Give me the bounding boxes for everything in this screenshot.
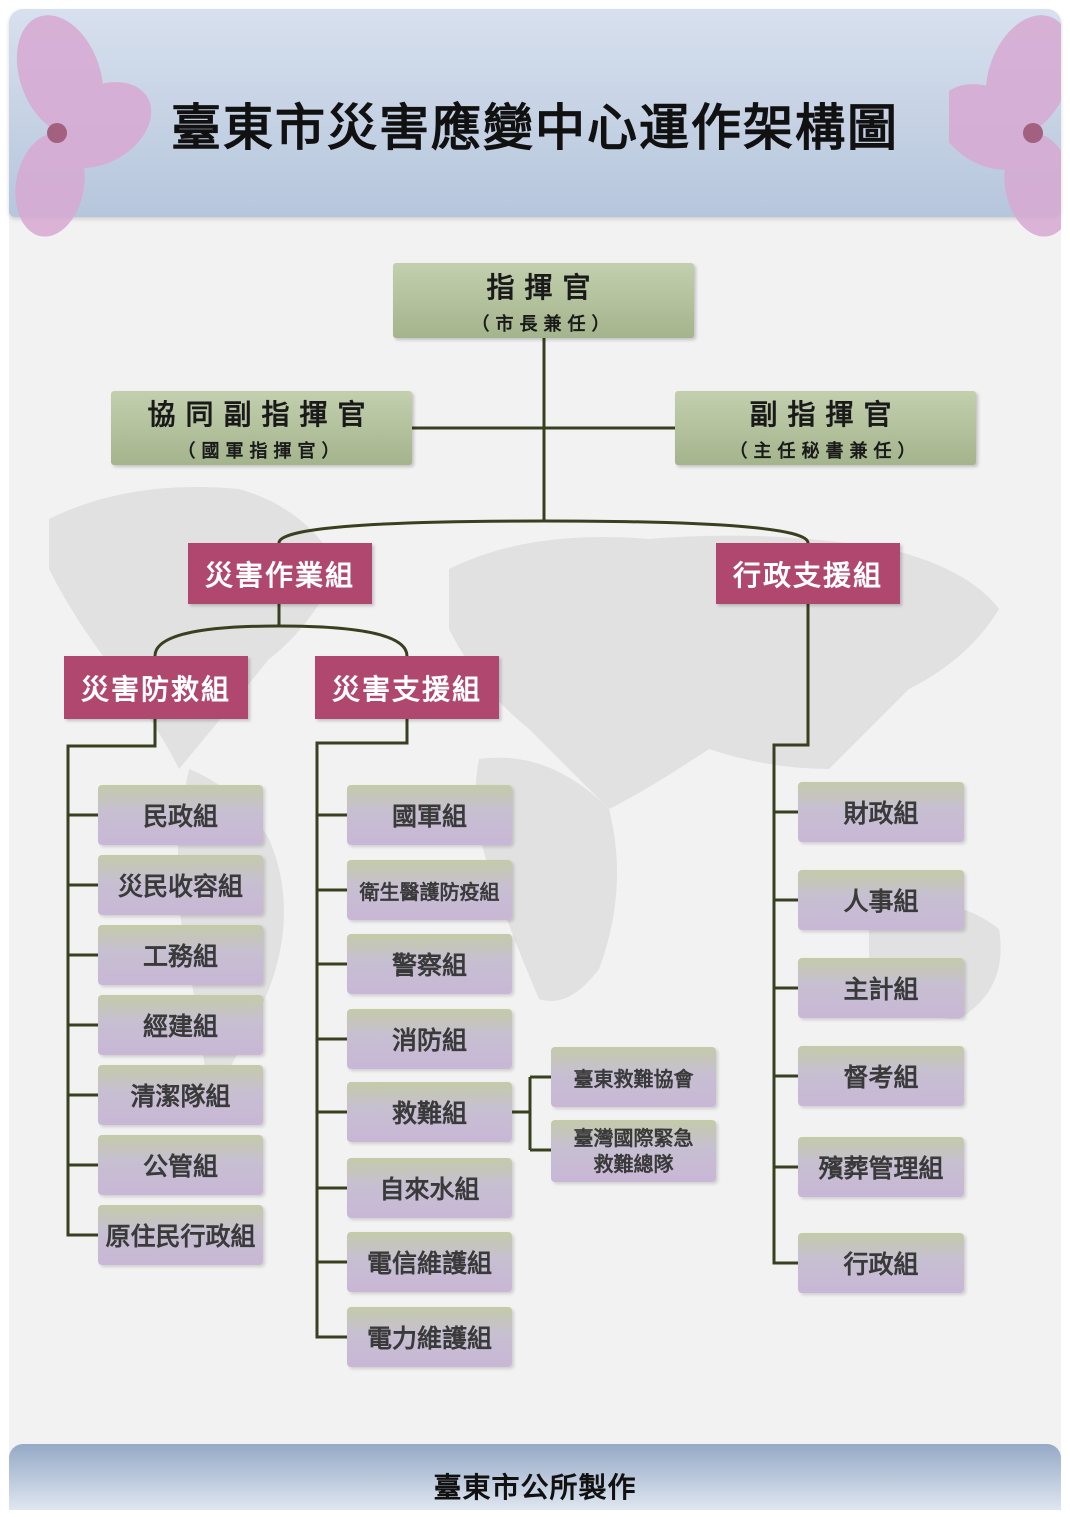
- support-unit-box: 救難組: [347, 1082, 512, 1142]
- admin-unit-box: 主計組: [798, 958, 964, 1018]
- commander-note: （市長兼任）: [471, 313, 616, 335]
- page-title: 臺東市災害應變中心運作架構圖: [171, 99, 899, 157]
- co-deputy-title: 協同副指揮官: [147, 398, 376, 431]
- rescue-unit-box: 清潔隊組: [98, 1065, 263, 1125]
- deputy-commander-box: 副指揮官 （主任秘書兼任）: [675, 391, 976, 465]
- admin-unit-box: 殯葬管理組: [798, 1137, 964, 1197]
- admin-unit-box: 財政組: [798, 782, 964, 842]
- header-banner: [9, 9, 1061, 237]
- rescue-group-box: 災害防救組: [64, 656, 248, 719]
- support-unit-box: 警察組: [347, 934, 512, 994]
- commander-box: 指揮官 （市長兼任）: [393, 263, 694, 338]
- admin-support-group-box: 行政支援組: [716, 543, 900, 604]
- footer-banner: [9, 1444, 1061, 1510]
- rescue-partner-box: 臺東救難協會: [551, 1047, 716, 1107]
- support-unit-box: 衛生醫護防疫組: [347, 860, 512, 920]
- deputy-note: （主任秘書兼任）: [729, 441, 922, 462]
- rescue-partner-box: 臺灣國際緊急救難總隊: [551, 1120, 716, 1182]
- rescue-unit-box: 民政組: [98, 785, 263, 845]
- support-unit-box: 國軍組: [347, 785, 512, 845]
- deputy-title: 副指揮官: [749, 398, 902, 431]
- support-unit-box: 消防組: [347, 1009, 512, 1069]
- support-group-box: 災害支援組: [315, 656, 499, 719]
- support-unit-box: 電力維護組: [347, 1307, 512, 1367]
- blossom-left-icon: [15, 15, 152, 237]
- support-unit-box: 電信維護組: [347, 1232, 512, 1292]
- support-unit-box: 自來水組: [347, 1158, 512, 1218]
- operations-group-box: 災害作業組: [188, 543, 372, 604]
- admin-unit-box: 督考組: [798, 1046, 964, 1106]
- co-deputy-commander-box: 協同副指揮官 （國軍指揮官）: [111, 391, 412, 465]
- commander-title: 指揮官: [486, 270, 601, 304]
- rescue-unit-box: 工務組: [98, 925, 263, 985]
- admin-unit-box: 行政組: [798, 1233, 964, 1293]
- rescue-unit-box: 災民收容組: [98, 855, 263, 915]
- co-deputy-note: （國軍指揮官）: [177, 441, 346, 462]
- admin-unit-box: 人事組: [798, 870, 964, 930]
- rescue-unit-box: 經建組: [98, 995, 263, 1055]
- blossom-right-icon: [949, 15, 1061, 237]
- footer-credit: 臺東市公所製作: [433, 1471, 637, 1504]
- rescue-unit-box: 公管組: [98, 1135, 263, 1195]
- rescue-unit-box: 原住民行政組: [98, 1205, 263, 1265]
